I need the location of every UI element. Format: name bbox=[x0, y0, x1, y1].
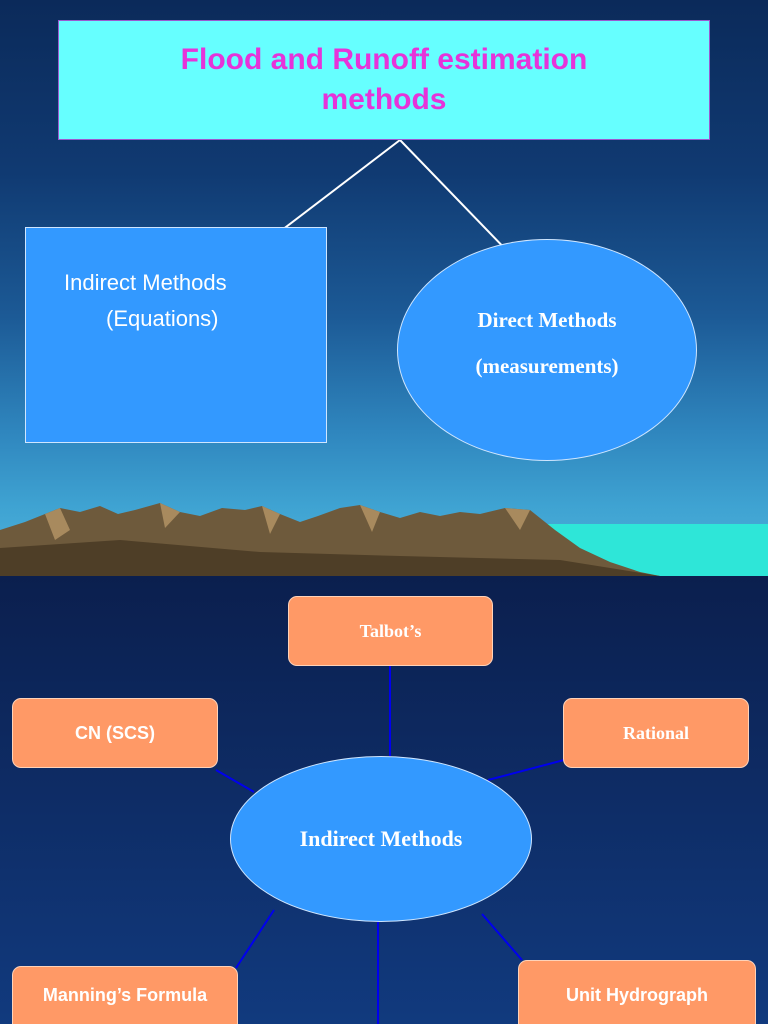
measurements-label: (measurements) bbox=[475, 354, 619, 378]
node-rational: Rational bbox=[563, 698, 749, 768]
direct-methods-ellipse: Direct Methods (measurements) bbox=[397, 239, 697, 461]
node-mannings-formula: Manning’s Formula bbox=[12, 966, 238, 1024]
title-box: Flood and Runoff estimation methods bbox=[58, 20, 710, 140]
center-indirect-methods: Indirect Methods bbox=[230, 756, 532, 922]
node-cn-scs: CN (SCS) bbox=[12, 698, 218, 768]
mountain-shadow bbox=[0, 540, 660, 576]
slide1-graphics bbox=[0, 139, 768, 576]
mountain-highlights bbox=[45, 503, 530, 540]
indirect-methods-label: Indirect Methods bbox=[64, 270, 227, 295]
connector-unit-hydrograph bbox=[481, 913, 523, 961]
direct-methods-label: Direct Methods bbox=[477, 308, 617, 332]
slide-flood-runoff-methods: Flood and Runoff estimation methods Indi… bbox=[0, 0, 768, 576]
node-unit-hydrograph: Unit Hydrograph bbox=[518, 960, 756, 1024]
slide2-connectors bbox=[215, 666, 565, 1024]
connector-manning bbox=[235, 909, 275, 969]
slide-title: Flood and Runoff estimation methods bbox=[180, 43, 588, 116]
arrow-to-direct bbox=[399, 139, 519, 263]
equations-label: (Equations) bbox=[106, 306, 219, 331]
indirect-methods-box: Indirect Methods (Equations) bbox=[25, 227, 327, 443]
slide-indirect-methods-map: Talbot’s CN (SCS) Rational Indirect Meth… bbox=[0, 576, 768, 1024]
connector-cn bbox=[215, 769, 255, 793]
connector-rational bbox=[487, 759, 565, 781]
node-talbot: Talbot’s bbox=[288, 596, 493, 666]
